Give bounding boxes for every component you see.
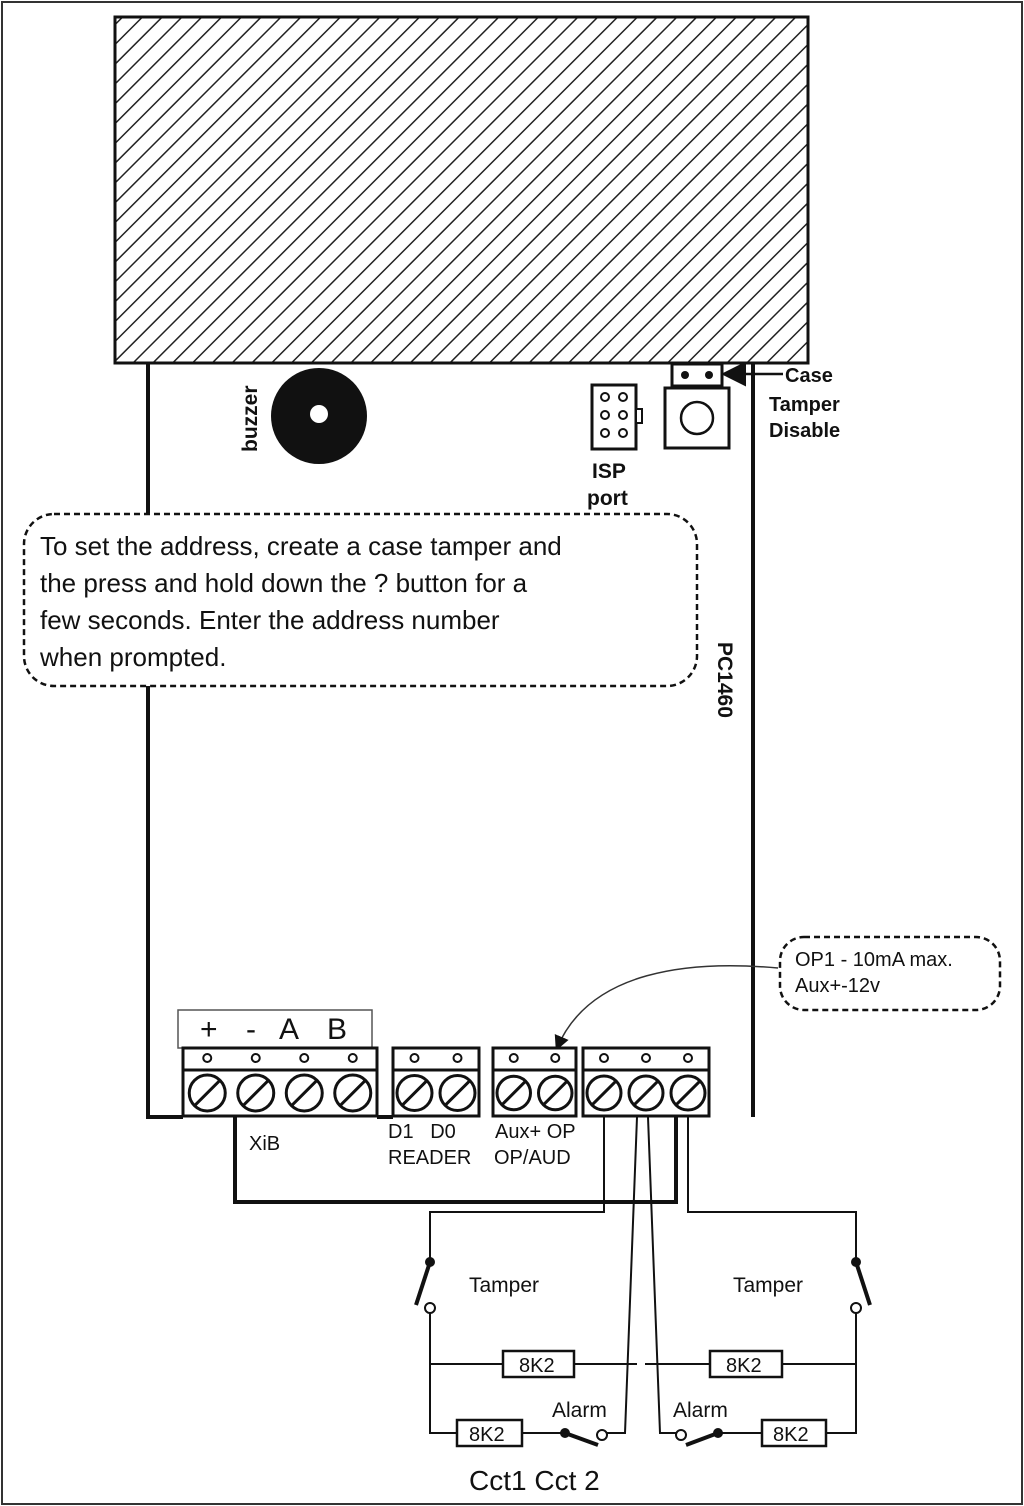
tamper-switch-right xyxy=(850,1257,872,1314)
zone-wiring xyxy=(429,1116,857,1434)
terminal-hole xyxy=(299,1053,310,1063)
isp-label: ISP xyxy=(592,460,626,483)
zone-terminal-block xyxy=(581,1046,711,1118)
terminal-hole xyxy=(599,1053,609,1063)
terminal-hole xyxy=(641,1053,651,1063)
terminal-screw[interactable] xyxy=(669,1074,707,1112)
svg-text:8K2: 8K2 xyxy=(726,1355,762,1377)
tamper-jumper xyxy=(670,362,724,388)
isp-port-connector xyxy=(590,383,643,451)
xib-minus-label: - xyxy=(246,1013,256,1046)
terminal-hole xyxy=(550,1053,561,1063)
tamper-label: Tamper xyxy=(769,394,840,416)
terminal-screw[interactable] xyxy=(187,1073,227,1113)
address-note-line-4: when prompted. xyxy=(39,642,226,672)
terminal-screw[interactable] xyxy=(585,1074,623,1112)
terminal-hole xyxy=(683,1053,693,1063)
terminal-hole xyxy=(452,1053,463,1063)
terminal-hole xyxy=(409,1053,420,1063)
reader-terminals-label: D1 D0 xyxy=(388,1121,456,1143)
reader-terminal-block xyxy=(391,1046,481,1118)
terminal-screw[interactable] xyxy=(395,1074,434,1112)
terminal-hole xyxy=(508,1053,519,1063)
xib-terminal-block xyxy=(181,1046,379,1118)
terminal-hole xyxy=(347,1053,358,1063)
circuits-label: Cct1 Cct 2 xyxy=(469,1465,600,1496)
tamper-right-label: Tamper xyxy=(733,1274,803,1297)
resistor-right-top: 8K2 xyxy=(708,1349,784,1379)
alarm-switch-left xyxy=(560,1428,608,1447)
terminal-hole xyxy=(202,1053,213,1063)
alarm-switch-right xyxy=(675,1428,723,1447)
xib-label-box xyxy=(177,1009,373,1049)
terminal-screw[interactable] xyxy=(284,1073,324,1113)
terminal-screw[interactable] xyxy=(333,1073,373,1113)
terminal-screw[interactable] xyxy=(627,1074,665,1112)
terminal-screw[interactable] xyxy=(236,1073,276,1113)
terminal-blocks xyxy=(181,1046,711,1118)
isp-port-label: port xyxy=(587,487,628,510)
tamper-switch-left xyxy=(414,1257,436,1314)
alarm-right-label: Alarm xyxy=(673,1399,728,1422)
resistor-left-bottom: 8K2 xyxy=(455,1418,524,1448)
output-note-line-1: OP1 - 10mA max. xyxy=(795,949,953,971)
hatched-area xyxy=(113,15,810,365)
buzzer-icon xyxy=(271,368,367,464)
address-note-box xyxy=(22,512,699,688)
svg-text:8K2: 8K2 xyxy=(773,1424,809,1446)
tamper-switch[interactable] xyxy=(663,386,731,450)
svg-text:8K2: 8K2 xyxy=(469,1424,505,1446)
xib-label: XiB xyxy=(249,1133,280,1155)
terminal-screw[interactable] xyxy=(438,1074,477,1112)
xib-plus-label: + xyxy=(200,1013,218,1046)
terminal-screw[interactable] xyxy=(495,1074,532,1112)
alarm-left-label: Alarm xyxy=(552,1399,607,1422)
board-model-label: PC1460 xyxy=(713,642,736,718)
terminal-hole xyxy=(250,1053,261,1063)
address-note-line-2: the press and hold down the ? button for… xyxy=(40,568,528,598)
aux-terminals-label: Aux+ OP xyxy=(495,1121,576,1143)
address-note-line-3: few seconds. Enter the address number xyxy=(40,605,500,635)
address-note-line-1: To set the address, create a case tamper… xyxy=(40,531,562,561)
resistor-left-top: 8K2 xyxy=(501,1349,576,1379)
disable-label: Disable xyxy=(769,420,840,442)
op-aud-label: OP/AUD xyxy=(494,1147,571,1169)
pcb-outline xyxy=(146,362,755,1119)
tamper-left-label: Tamper xyxy=(469,1274,539,1297)
resistor-right-bottom: 8K2 xyxy=(760,1418,828,1448)
aux-op-terminal-block xyxy=(491,1046,578,1118)
reader-label: READER xyxy=(388,1147,471,1169)
case-label: Case xyxy=(785,365,833,387)
svg-text:8K2: 8K2 xyxy=(519,1355,555,1377)
output-note-line-2: Aux+-12v xyxy=(795,975,880,997)
xib-b-label: B xyxy=(327,1013,347,1046)
xib-a-label: A xyxy=(279,1013,299,1046)
buzzer-label: buzzer xyxy=(239,385,262,452)
link-wire xyxy=(233,1117,678,1204)
terminal-screw[interactable] xyxy=(537,1074,574,1112)
output-note-box xyxy=(778,935,1002,1012)
output-note-arrow xyxy=(554,964,779,1051)
